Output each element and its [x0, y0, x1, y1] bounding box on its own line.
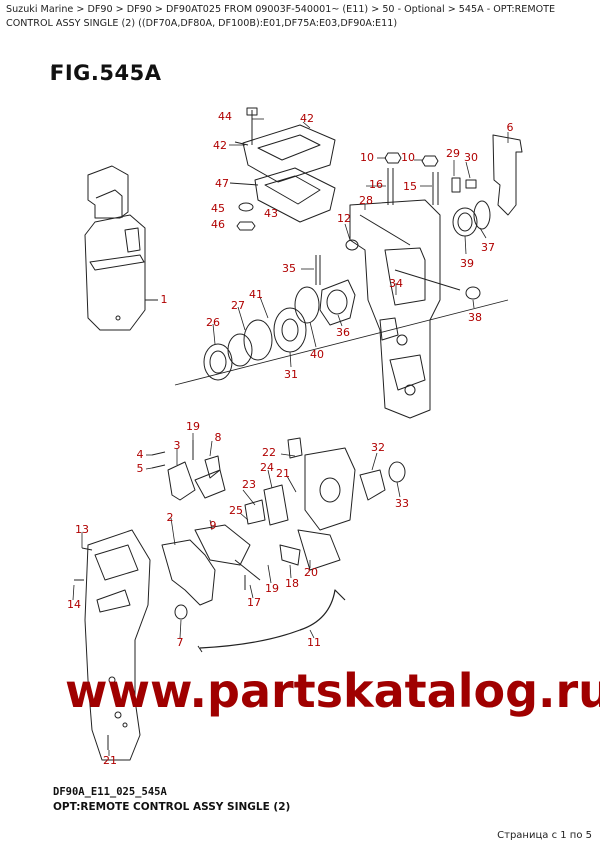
callout-13[interactable]: 13: [75, 523, 89, 536]
callout-6[interactable]: 6: [506, 121, 514, 134]
diagram-code: DF90A_E11_025_545A: [53, 786, 167, 798]
callout-19[interactable]: 19: [186, 420, 200, 433]
callout-20[interactable]: 20: [304, 566, 318, 579]
page-indicator: Страница с 1 по 5: [497, 830, 592, 841]
callout-29[interactable]: 29: [446, 147, 460, 160]
breadcrumb-separator: >: [368, 4, 383, 15]
callout-11[interactable]: 11: [307, 636, 321, 649]
callout-32[interactable]: 32: [371, 441, 385, 454]
part-36-gear: [319, 279, 356, 326]
callout-8[interactable]: 8: [214, 431, 222, 444]
breadcrumb-item-group[interactable]: 50 - Optional: [382, 4, 445, 15]
part-47-bracket: [229, 167, 336, 223]
callout-38[interactable]: 38: [468, 311, 482, 324]
breadcrumb-item-brand[interactable]: Suzuki Marine: [6, 4, 74, 15]
callout-14[interactable]: 14: [67, 598, 81, 611]
breadcrumb-separator: >: [151, 4, 166, 15]
callout-16[interactable]: 16: [369, 178, 383, 191]
callout-17[interactable]: 17: [247, 596, 261, 609]
callout-25[interactable]: 25: [229, 504, 243, 517]
callout-33[interactable]: 33: [395, 497, 409, 510]
breadcrumb-item-model-2[interactable]: DF90: [126, 4, 152, 15]
callout-37[interactable]: 37: [481, 241, 495, 254]
callout-12[interactable]: 12: [337, 212, 351, 225]
callout-35[interactable]: 35: [282, 262, 296, 275]
callout-34[interactable]: 34: [389, 277, 403, 290]
part-plate-base: [84, 529, 151, 761]
callout-42-lower[interactable]: 42: [213, 139, 227, 152]
diagram-caption: OPT:REMOTE CONTROL ASSY SINGLE (2): [53, 801, 291, 813]
callout-15[interactable]: 15: [403, 180, 417, 193]
callout-42[interactable]: 42: [300, 112, 314, 125]
callout-44[interactable]: 44: [218, 110, 232, 123]
breadcrumb-separator: >: [73, 4, 88, 15]
breadcrumb-separator: >: [444, 4, 459, 15]
callout-2[interactable]: 2: [166, 511, 174, 524]
figure-title: FIG.545A: [50, 61, 162, 85]
callout-45[interactable]: 45: [211, 202, 225, 215]
callout-9[interactable]: 9: [209, 519, 217, 532]
part-42-plate: [234, 107, 336, 183]
callout-41[interactable]: 41: [249, 288, 263, 301]
part-1-lever-housing: [84, 165, 158, 331]
callout-10-right[interactable]: 10: [401, 151, 415, 164]
callout-21[interactable]: 21: [276, 467, 290, 480]
breadcrumb-item-serial[interactable]: DF90AT025 FROM 09003F-540001~ (E11): [165, 4, 369, 15]
callout-36[interactable]: 36: [336, 326, 350, 339]
callout-30[interactable]: 30: [464, 151, 478, 164]
callout-39[interactable]: 39: [460, 257, 474, 270]
callout-24[interactable]: 24: [260, 461, 274, 474]
callout-5[interactable]: 5: [136, 462, 144, 475]
callout-46[interactable]: 46: [211, 218, 225, 231]
callout-4[interactable]: 4: [136, 448, 144, 461]
callout-28[interactable]: 28: [359, 194, 373, 207]
breadcrumb: Suzuki Marine > DF90 > DF90 > DF90AT025 …: [6, 3, 594, 30]
callout-47[interactable]: 47: [215, 177, 229, 190]
breadcrumb-item-model[interactable]: DF90: [87, 4, 113, 15]
callout-31[interactable]: 31: [284, 368, 298, 381]
callout-21-lower[interactable]: 21: [103, 754, 117, 767]
callout-19-lower[interactable]: 19: [265, 582, 279, 595]
callout-43[interactable]: 43: [264, 207, 278, 220]
breadcrumb-item-current: 545A - OPT:REMOTE CONTROL ASSY SINGLE (2…: [6, 4, 556, 29]
callout-1[interactable]: 1: [160, 293, 168, 306]
callout-26[interactable]: 26: [206, 316, 220, 329]
callout-7[interactable]: 7: [176, 636, 184, 649]
callout-27[interactable]: 27: [231, 299, 245, 312]
callout-18[interactable]: 18: [285, 577, 299, 590]
watermark: www.partskatalog.ru: [65, 664, 600, 718]
part-31-drum: [273, 307, 307, 353]
part-34-main-housing: [349, 199, 461, 419]
callout-23[interactable]: 23: [242, 478, 256, 491]
callout-40[interactable]: 40: [310, 348, 324, 361]
callout-10[interactable]: 10: [360, 151, 374, 164]
callout-22[interactable]: 22: [262, 446, 276, 459]
leader-lines: [72, 118, 509, 756]
callout-3[interactable]: 3: [173, 439, 181, 452]
breadcrumb-separator: >: [112, 4, 127, 15]
